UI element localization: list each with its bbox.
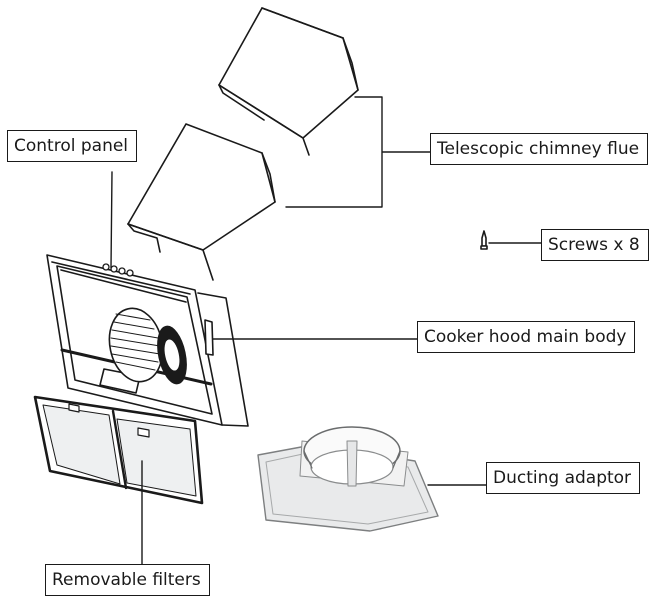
removable-filters [33, 395, 204, 505]
screw-icon [480, 230, 488, 250]
ducting-adaptor-label: Ducting adaptor [486, 462, 641, 494]
chimney-flue-label: Telescopic chimney flue [430, 133, 649, 165]
leader-control-panel [110, 171, 113, 269]
control-button [102, 263, 134, 277]
upper-chimney-section [218, 7, 359, 156]
cooker-hood-main-body [46, 254, 249, 427]
control-panel-label: Control panel [7, 130, 138, 162]
lower-chimney-section [127, 123, 276, 281]
ducting-adaptor [257, 426, 439, 532]
removable-filters-label: Removable filters [45, 564, 210, 596]
leader-lines [110, 96, 542, 566]
leader-chimney-flue [285, 96, 431, 208]
main-body-label: Cooker hood main body [417, 321, 636, 353]
screws-label: Screws x 8 [541, 229, 649, 261]
